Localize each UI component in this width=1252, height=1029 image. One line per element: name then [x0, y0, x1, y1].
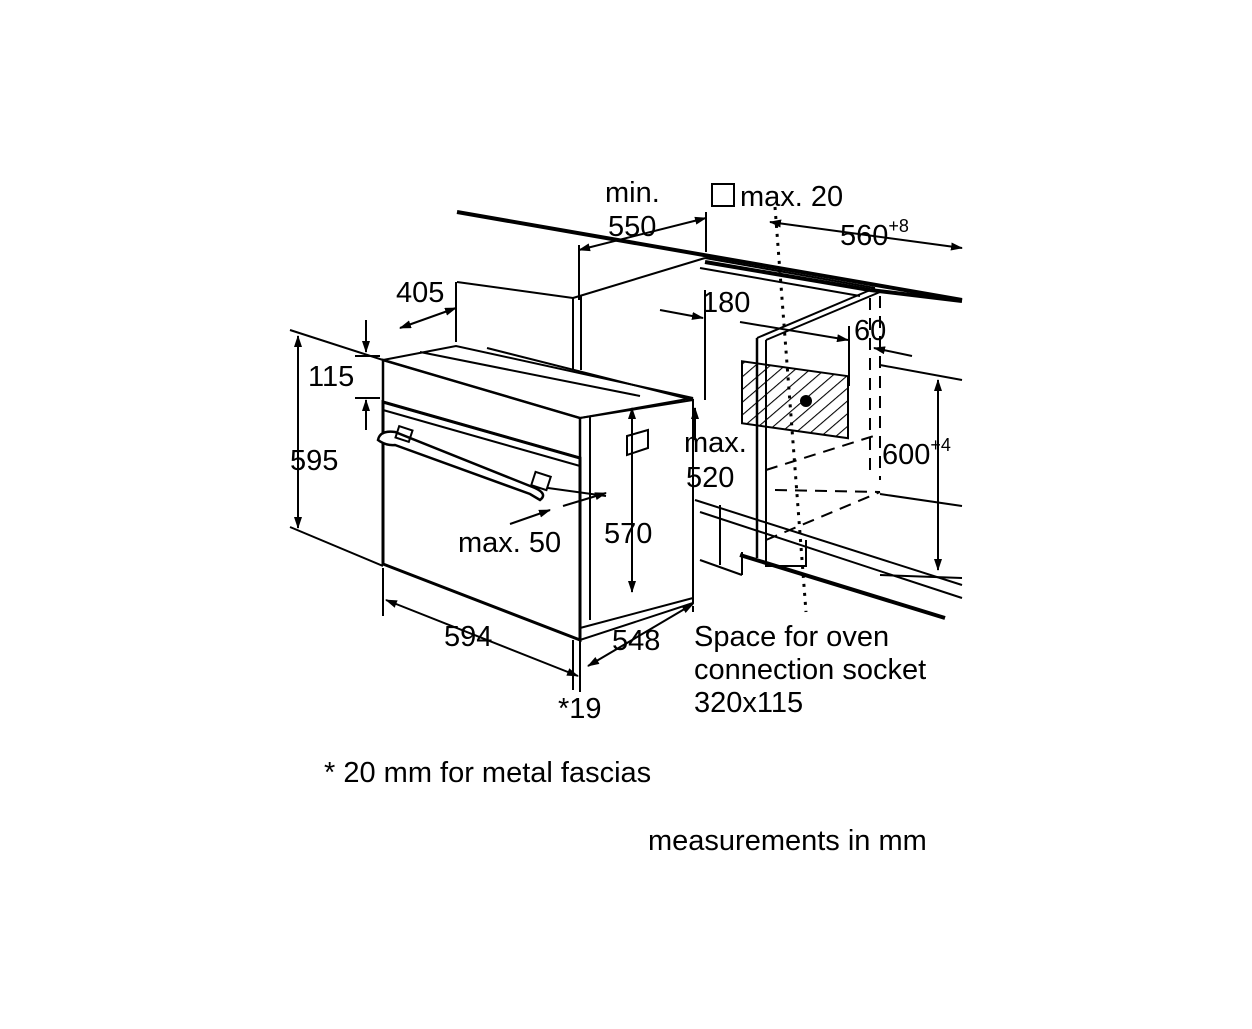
socket-note-line1: Space for oven — [694, 621, 889, 653]
label-600: 600+4 — [882, 435, 951, 471]
label-594: 594 — [444, 621, 492, 653]
label-560: 560+8 — [840, 216, 909, 252]
label-595: 595 — [290, 445, 338, 477]
label-405: 405 — [396, 277, 444, 309]
square-symbol — [711, 183, 735, 207]
label-115: 115 — [308, 361, 354, 393]
label-520: 520 — [686, 462, 734, 494]
dimension-lines — [294, 212, 963, 692]
label-max: max. — [684, 427, 747, 459]
label-548: 548 — [612, 625, 660, 657]
dimension-labels: min. 550 max. 20 560+8 405 180 60 115 59… — [290, 177, 951, 725]
units-note: measurements in mm — [648, 825, 927, 857]
socket-point — [800, 395, 812, 407]
label-min: min. — [605, 177, 660, 209]
oven-body — [376, 344, 694, 643]
label-550: 550 — [608, 211, 656, 243]
label-570: 570 — [604, 518, 652, 550]
socket-note-line3: 320x115 — [694, 687, 803, 719]
label-180: 180 — [702, 287, 750, 319]
notes: Space for oven connection socket 320x115… — [324, 621, 927, 857]
socket-area — [741, 360, 849, 440]
label-60: 60 — [854, 315, 886, 347]
label-19: *19 — [558, 693, 602, 725]
cabinet-niche — [289, 210, 963, 620]
fascia-note: * 20 mm for metal fascias — [324, 757, 651, 789]
socket-note-line2: connection socket — [694, 654, 926, 686]
label-max50: max. 50 — [458, 527, 561, 559]
label-max20: max. 20 — [740, 181, 843, 213]
